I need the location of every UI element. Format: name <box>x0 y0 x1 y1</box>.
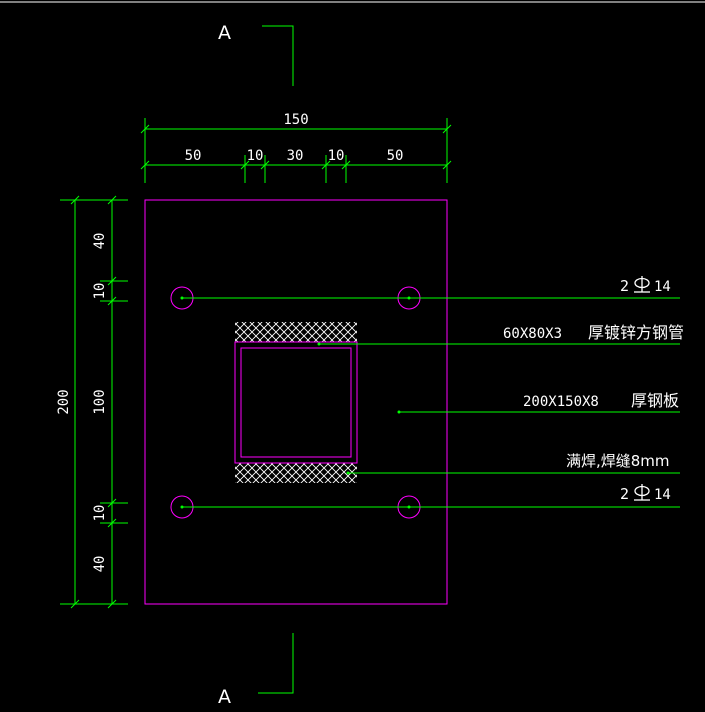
bolt-top-size: 14 <box>654 279 671 295</box>
square-tube-inner <box>240 347 352 458</box>
dim-top-total: 150 <box>283 112 308 128</box>
leader-dot <box>180 505 184 509</box>
dim-top-seg-2: 10 <box>247 148 264 164</box>
weld-hatch-bottom <box>235 463 357 483</box>
rebar-grade-icon <box>634 276 650 293</box>
leader-dot <box>397 410 401 414</box>
dim-top-seg-1: 50 <box>185 148 202 164</box>
dim-left-seg-2: 10 <box>92 283 108 300</box>
weld-hatch-top <box>235 322 357 342</box>
dim-left-seg-1: 40 <box>92 233 108 250</box>
bolt-top-qty: 2 <box>620 277 629 295</box>
leader-dot <box>346 471 350 475</box>
callout-bolt-top: 2 14 <box>620 276 671 295</box>
callout-bolt-bottom: 2 14 <box>620 484 671 503</box>
section-label-top: A <box>218 22 231 44</box>
section-mark-bottom: A <box>218 633 294 708</box>
bolt-bottom-qty: 2 <box>620 485 629 503</box>
leader-dot <box>317 342 321 346</box>
dim-left-seg-5: 40 <box>92 556 108 573</box>
dim-top-seg-5: 50 <box>387 148 404 164</box>
leader-dot <box>407 296 411 300</box>
plate-spec: 200X150X8 <box>523 394 599 410</box>
plate-name: 厚钢板 <box>631 391 679 410</box>
dim-left-total: 200 <box>56 389 72 414</box>
square-tube-outer <box>234 341 358 464</box>
dim-left-seg-4: 10 <box>92 505 108 522</box>
leader-dot <box>407 505 411 509</box>
leader-dot <box>180 296 184 300</box>
weld-note: 满焊,焊缝8mm <box>566 452 670 470</box>
dim-top-seg-3: 30 <box>287 148 304 164</box>
left-dimension: 200 40 10 100 10 40 <box>56 195 128 609</box>
steel-plate <box>144 199 448 605</box>
top-dimension: 150 50 10 30 10 50 <box>140 112 452 183</box>
tube-name: 厚镀锌方钢管 <box>588 323 684 342</box>
bolt-bottom-size: 14 <box>654 487 671 503</box>
tube-spec: 60X80X3 <box>503 326 562 342</box>
dim-left-seg-3: 100 <box>92 389 108 414</box>
rebar-grade-icon <box>634 484 650 501</box>
section-label-bottom: A <box>218 686 231 708</box>
dim-top-seg-4: 10 <box>328 148 345 164</box>
section-mark-top: A <box>218 22 294 86</box>
